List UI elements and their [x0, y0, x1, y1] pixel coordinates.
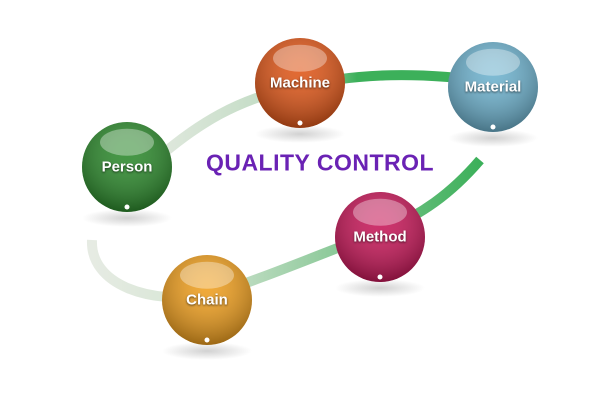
material-sphere-shadow	[448, 129, 538, 147]
person-sparkle-icon	[124, 204, 130, 210]
material-sphere-highlight	[466, 48, 520, 76]
machine-label: Machine	[269, 74, 331, 92]
chain-sphere-shading	[162, 255, 252, 345]
method-sphere-shading	[335, 192, 425, 282]
material-sphere-shading	[448, 42, 538, 132]
diagram-title: QUALITY CONTROL	[205, 149, 435, 176]
material-sparkle-icon	[490, 124, 496, 130]
method-sphere-shadow	[335, 279, 425, 297]
person-sphere-highlight	[100, 128, 154, 156]
person-label: Person	[101, 158, 153, 176]
person-sphere-shadow	[82, 209, 172, 227]
machine-sphere-shading	[255, 38, 345, 128]
method-sphere-highlight	[353, 198, 407, 226]
method-label: Method	[353, 228, 407, 246]
chain-sphere-shadow	[162, 342, 252, 360]
material-label: Material	[464, 78, 522, 96]
person-sphere-shading	[82, 122, 172, 212]
machine-sparkle-icon	[297, 120, 303, 126]
method-sparkle-icon	[377, 274, 383, 280]
chain-sphere-highlight	[180, 261, 234, 289]
machine-sphere-highlight	[273, 44, 327, 72]
chain-sparkle-icon	[204, 337, 210, 343]
chain-label: Chain	[186, 291, 228, 309]
lower-connector-path	[86, 156, 484, 303]
machine-sphere-shadow	[255, 125, 345, 143]
